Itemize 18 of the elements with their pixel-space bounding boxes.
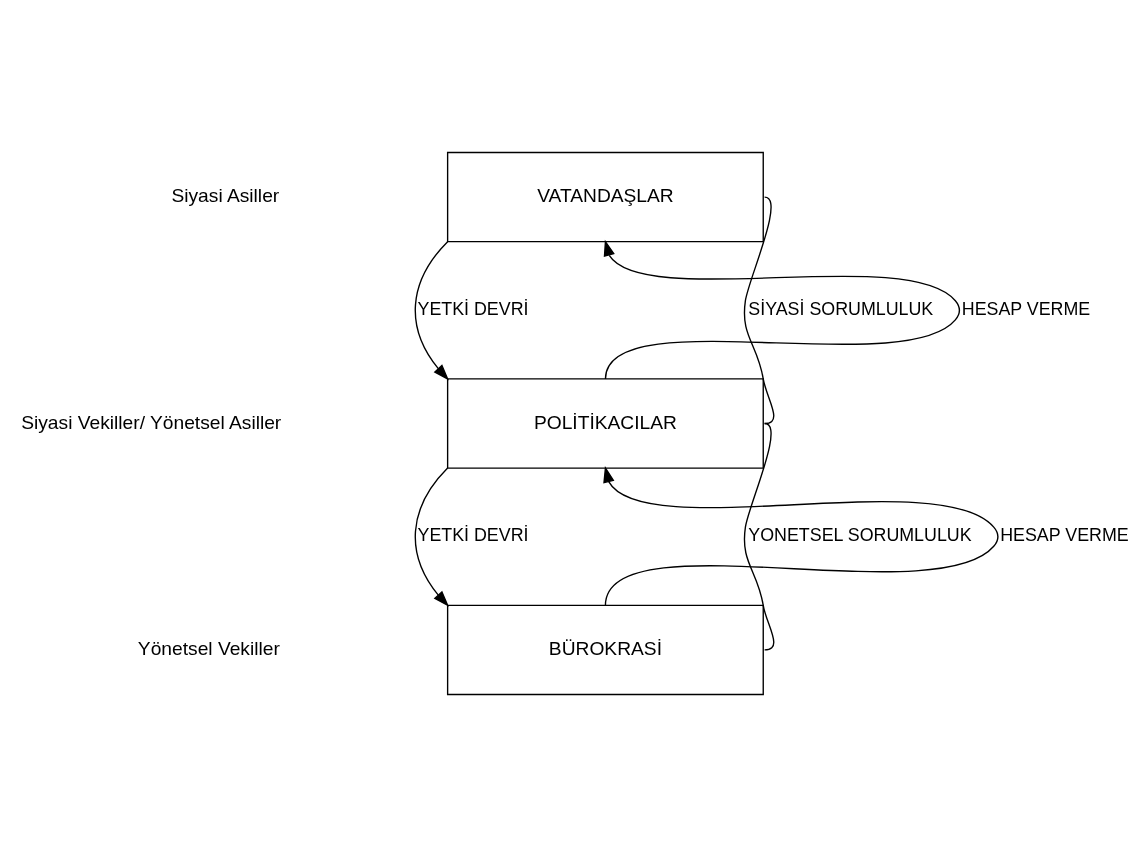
edge-label: YETKİ DEVRİ [417, 524, 529, 545]
arrow [414, 240, 450, 380]
connector [743, 422, 775, 651]
label: Siyasi Vekiller/ Yönetsel Asiller [21, 411, 282, 433]
edge-label: SİYASİ SORUMLULUK [748, 298, 934, 319]
node-box: BÜROKRASİ [446, 604, 764, 695]
label: Siyasi Asiller [171, 184, 280, 206]
arrow [414, 466, 450, 607]
edge-label: YETKİ DEVRİ [417, 298, 529, 319]
connector [743, 195, 775, 424]
edge-label: HESAP VERME [961, 298, 1091, 319]
edge-label: YONETSEL SORUMLULUK [748, 524, 972, 545]
node-box: VATANDAŞLAR [446, 151, 764, 242]
edge-label: HESAP VERME [1000, 524, 1129, 545]
arrow [603, 465, 999, 606]
label: Yönetsel Vekiller [137, 637, 280, 659]
node-box: POLİTİKACILAR [446, 377, 764, 469]
arrow [603, 239, 961, 380]
